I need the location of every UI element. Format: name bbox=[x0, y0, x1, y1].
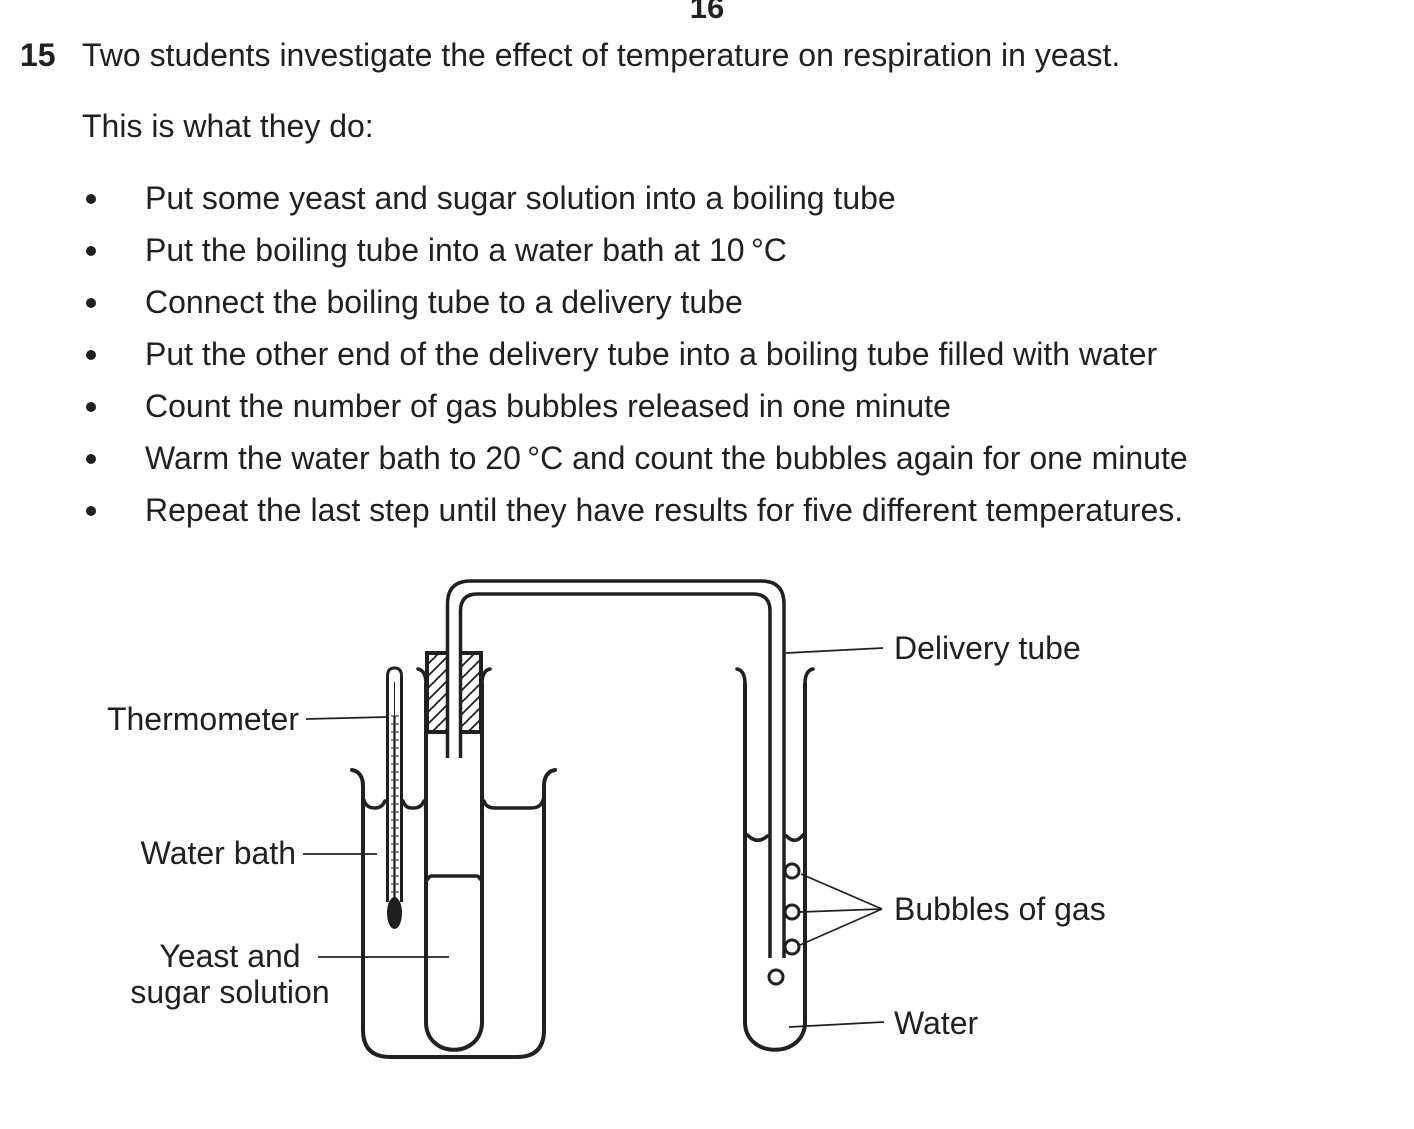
method-step: Put the boiling tube into a water bath a… bbox=[85, 224, 1188, 276]
yeast-label-line2: sugar solution bbox=[130, 974, 329, 1010]
water-leader bbox=[788, 1021, 885, 1028]
question-subintro: This is what they do: bbox=[82, 108, 374, 144]
boiling-tube-water bbox=[735, 667, 815, 1052]
thermometer-shape bbox=[386, 666, 403, 929]
water-label: Water bbox=[894, 1005, 979, 1041]
question-number: 15 bbox=[20, 37, 56, 73]
water-bath-beaker bbox=[350, 768, 557, 1059]
water-level bbox=[745, 833, 805, 842]
method-steps-list: Put some yeast and sugar solution into a… bbox=[85, 172, 1188, 536]
page-number: 16 bbox=[689, 0, 725, 25]
delivery-tube-shape bbox=[445, 579, 786, 958]
method-step: Put some yeast and sugar solution into a… bbox=[85, 172, 1188, 224]
gas-bubble bbox=[767, 968, 785, 986]
delivery-tube-label: Delivery tube bbox=[894, 630, 1081, 666]
leader-lines bbox=[303, 647, 885, 1028]
question-intro: Two students investigate the effect of t… bbox=[82, 37, 1121, 73]
yeast-label-line1: Yeast and bbox=[159, 938, 300, 974]
water-bath-level bbox=[362, 798, 545, 810]
gas-bubbles bbox=[767, 862, 801, 986]
gas-bubble bbox=[783, 862, 801, 880]
delivery-tube-leader bbox=[785, 647, 884, 654]
thermometer-leader bbox=[305, 716, 387, 720]
bung bbox=[425, 648, 483, 737]
method-step: Repeat the last step until they have res… bbox=[85, 484, 1188, 536]
thermometer-label: Thermometer bbox=[107, 701, 299, 737]
boiling-tube-yeast bbox=[416, 667, 492, 1052]
bubbles-leader bbox=[799, 873, 883, 946]
method-step: Put the other end of the delivery tube i… bbox=[85, 328, 1188, 380]
water-bath-label: Water bath bbox=[141, 835, 296, 871]
gas-bubble bbox=[783, 938, 801, 956]
method-step: Connect the boiling tube to a delivery t… bbox=[85, 276, 1188, 328]
method-step: Count the number of gas bubbles released… bbox=[85, 380, 1188, 432]
yeast-solution-level bbox=[426, 874, 482, 881]
method-step: Warm the water bath to 20 °C and count t… bbox=[85, 432, 1188, 484]
thermometer-bulb bbox=[387, 897, 402, 929]
bubbles-label: Bubbles of gas bbox=[894, 891, 1106, 927]
gas-bubble bbox=[783, 903, 801, 921]
thermometer-scale-ticks bbox=[391, 715, 399, 893]
